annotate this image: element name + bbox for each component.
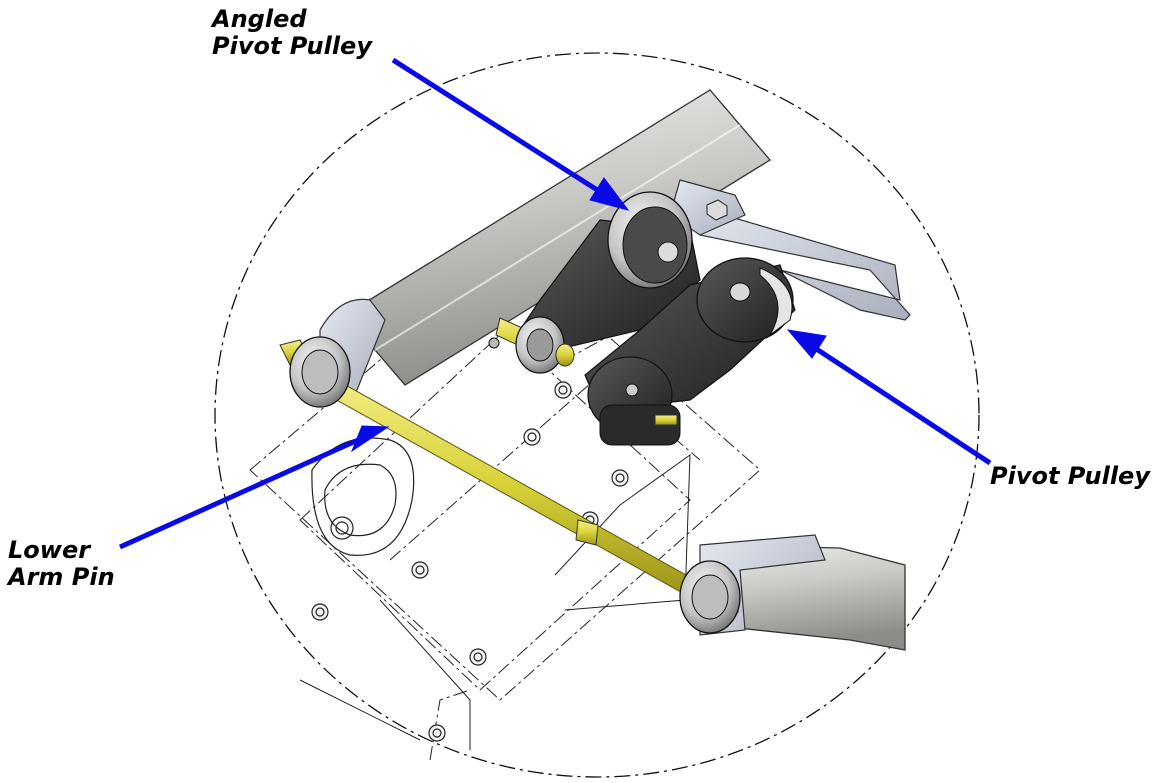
- arrow-lower-arm-pin: [118, 425, 390, 550]
- plate-bolts: [311, 381, 629, 742]
- label-lower-arm-pin: Lower Arm Pin: [8, 537, 115, 591]
- label-line: Lower: [8, 536, 91, 564]
- middle-pin: [488, 316, 575, 374]
- arrow-angled-pivot-pulley: [391, 57, 630, 211]
- pivot-pulley-arm: [584, 257, 796, 446]
- arrow-pivot-pulley: [786, 329, 992, 466]
- label-line: Pivot Pulley: [212, 32, 372, 60]
- pin-end-washers: [289, 336, 741, 634]
- label-line: Arm Pin: [8, 563, 115, 591]
- upper-tube: [344, 89, 771, 386]
- callout-arrows: [118, 57, 992, 550]
- label-line: Angled: [212, 5, 307, 33]
- label-line: Pivot Pulley: [990, 462, 1150, 490]
- label-pivot-pulley: Pivot Pulley: [990, 463, 1150, 490]
- detail-circle: [214, 52, 980, 778]
- frame-edges: [299, 454, 691, 750]
- label-angled-pivot-pulley: Angled Pivot Pulley: [212, 6, 372, 60]
